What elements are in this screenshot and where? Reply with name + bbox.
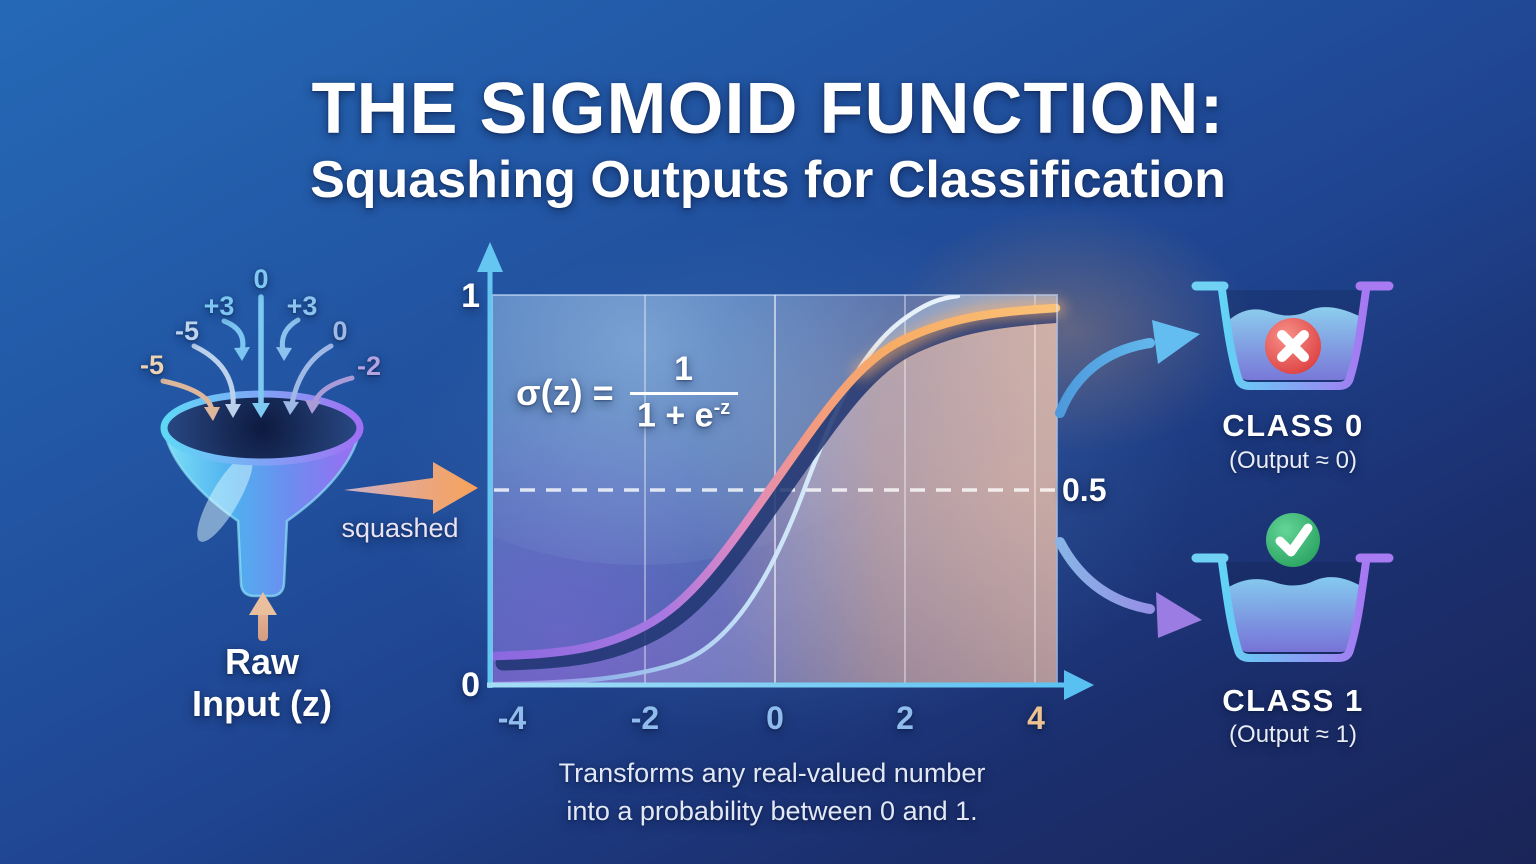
class0-subtitle: (Output ≈ 0) xyxy=(1229,447,1357,474)
formula-denominator-base: 1 + e xyxy=(637,396,714,435)
x-tick-2: 2 xyxy=(896,700,914,736)
funnel-input-label: 0 xyxy=(332,316,348,346)
funnel-input-label: +3 xyxy=(203,291,235,321)
axes xyxy=(477,242,1094,700)
fraction-bar xyxy=(629,391,738,395)
formula-denominator: 1 + e-z xyxy=(637,396,731,435)
page-title: THE SIGMOID FUNCTION: xyxy=(311,69,1225,149)
x-tick-0: 0 xyxy=(766,700,784,736)
arrow-icon xyxy=(283,401,299,415)
bucket0-outline xyxy=(1218,286,1370,390)
sigmoid-curve xyxy=(489,303,1061,661)
arrow-icon xyxy=(252,403,270,418)
y-tick-0: 0 xyxy=(461,666,480,704)
caption-line1: Transforms any real-valued number xyxy=(558,758,986,788)
funnel-input-label: -5 xyxy=(139,350,164,380)
x-tick--4: -4 xyxy=(497,700,527,736)
funnel-input-label: -5 xyxy=(174,316,199,346)
y-axis-arrow-icon xyxy=(477,242,503,272)
funnel-input-arrows xyxy=(160,294,355,421)
arrow-icon xyxy=(276,347,292,361)
raw-input-label: Raw Input (z) xyxy=(162,641,362,725)
footer-caption: Transforms any real-valued number into a… xyxy=(472,754,1072,831)
raw-input-arrow-icon xyxy=(249,592,277,641)
gridlines xyxy=(644,295,1036,685)
arrow-to-class0 xyxy=(1055,338,1155,418)
raw-input-line1: Raw xyxy=(224,641,300,682)
arrow-to-class1-head-icon xyxy=(1156,592,1202,638)
cross-icon xyxy=(1265,318,1321,374)
funnel-input-label: +3 xyxy=(286,291,318,321)
y-tick-1: 1 xyxy=(461,277,480,315)
caption-line2: into a probability between 0 and 1. xyxy=(566,796,978,827)
bucket-class1 xyxy=(1191,513,1394,662)
secondary-sigmoid-curve xyxy=(492,295,961,685)
funnel-input-label: 0 xyxy=(253,264,269,294)
squashed-arrow-icon xyxy=(344,462,478,514)
formula-fraction: 1 1 + e-z xyxy=(629,350,738,435)
formula-numerator: 1 xyxy=(674,350,694,388)
sigmoid-curve-shadow xyxy=(495,308,1057,671)
x-axis-arrow-icon xyxy=(1064,670,1094,700)
arrow-to-class1 xyxy=(1055,537,1155,614)
page-subtitle: Squashing Outputs for Classification xyxy=(310,151,1226,209)
funnel-illustration xyxy=(160,294,478,641)
arrow-to-class0-head-icon xyxy=(1152,320,1200,364)
squashed-label: squashed xyxy=(341,513,459,543)
arrow-icon xyxy=(204,407,220,421)
x-tick-4: 4 xyxy=(1027,700,1045,736)
arrow-icon xyxy=(225,404,241,418)
sigmoid-chart xyxy=(477,242,1094,700)
arrow-icon xyxy=(234,347,250,361)
arrow-icon xyxy=(305,400,321,414)
formula-denominator-exponent: -z xyxy=(713,396,731,419)
check-icon xyxy=(1266,513,1320,567)
funnel-input-label: -2 xyxy=(356,351,381,381)
class1-title: CLASS 1 xyxy=(1222,683,1364,718)
formula-lhs: σ(z) = xyxy=(516,371,614,413)
y-tick-0.5: 0.5 xyxy=(1062,472,1107,508)
bucket1-water xyxy=(1227,577,1361,652)
raw-input-line2: Input (z) xyxy=(192,682,332,724)
bucket-class0 xyxy=(1191,281,1394,390)
class0-title: CLASS 0 xyxy=(1222,408,1364,443)
bucket1-outline xyxy=(1218,558,1370,662)
class1-subtitle: (Output ≈ 1) xyxy=(1229,721,1357,748)
class-arrows xyxy=(1055,320,1202,638)
sigmoid-formula: σ(z) = 1 1 + e-z xyxy=(516,350,738,435)
funnel-highlight xyxy=(197,454,253,542)
x-tick--2: -2 xyxy=(630,700,660,736)
